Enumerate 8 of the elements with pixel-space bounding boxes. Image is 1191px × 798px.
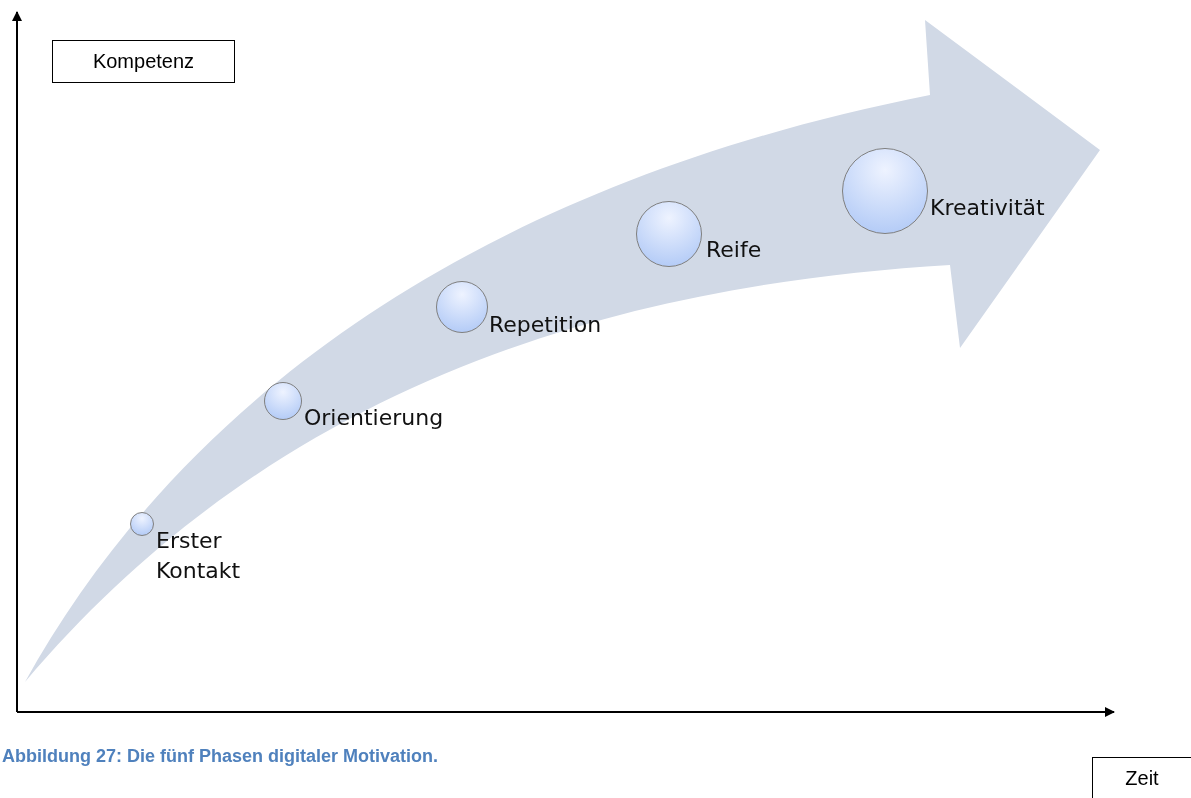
- phase-label: Kreativität: [930, 194, 1045, 222]
- axis-label: Zeit: [1092, 757, 1191, 798]
- phase-label: Repetition: [489, 311, 602, 339]
- caption: Abbildung 27: Die fünf Phasen digitaler Motivation.: [2, 746, 439, 767]
- phase-label: Erster Kontakt: [156, 527, 242, 585]
- axis-label: Kompetenz: [52, 40, 235, 83]
- phase-label: Orientierung: [304, 404, 444, 432]
- phase-label: Reife: [706, 236, 762, 264]
